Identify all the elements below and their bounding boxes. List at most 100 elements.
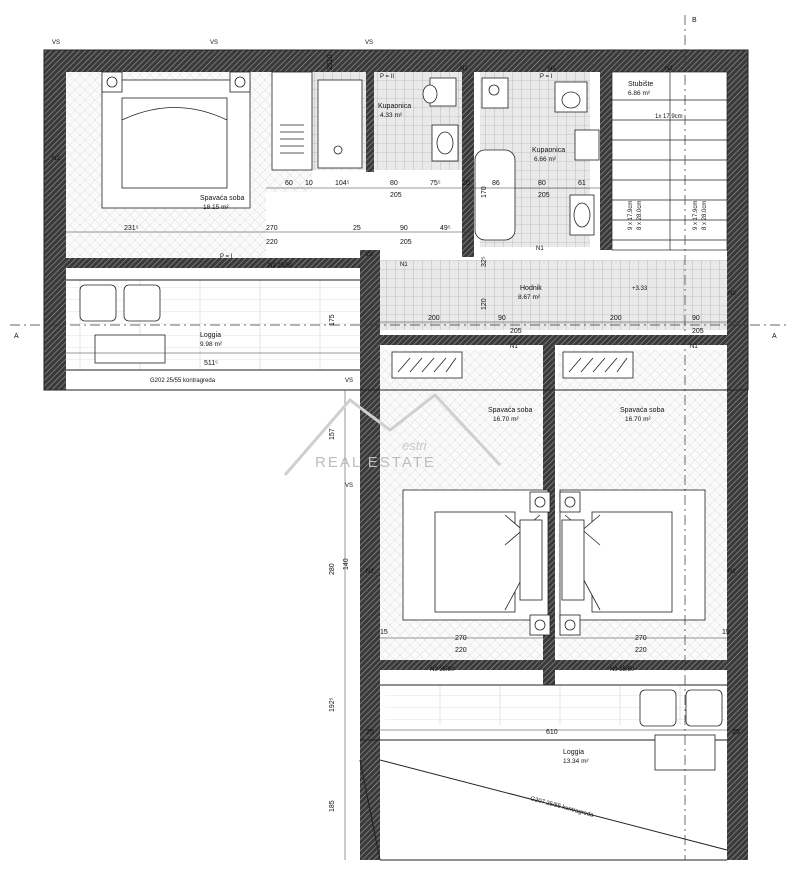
dim-231: 231⁵ bbox=[124, 225, 139, 232]
outlines bbox=[43, 49, 749, 861]
dim-220c: 220 bbox=[635, 647, 647, 654]
tag-n1-5: N1 bbox=[510, 344, 518, 350]
tag-vs-3: VS bbox=[365, 40, 373, 46]
tag-n2-3: N2 bbox=[728, 291, 736, 297]
loggia-furniture bbox=[79, 284, 723, 771]
stair-label-3: 9 x 17.9cm bbox=[693, 201, 699, 230]
room-labels: Spavaća soba 18.15 m² Kupaonica 4.33 m² … bbox=[200, 81, 683, 765]
tag-vs-2: VS bbox=[210, 40, 218, 46]
dim-511: 511⁵ bbox=[204, 360, 218, 367]
dim-205d: 205 bbox=[510, 328, 522, 335]
loggia1-name: Loggia bbox=[200, 332, 221, 339]
section-b-top: B bbox=[692, 17, 697, 24]
dim-80a: 80 bbox=[390, 180, 398, 187]
dim-25b: 25 bbox=[366, 729, 374, 736]
watermark-brand: estri bbox=[402, 438, 428, 453]
dim-610: 610 bbox=[546, 729, 558, 736]
hall-name: Hodnik bbox=[520, 285, 542, 292]
master-bedroom-area: 18.15 m² bbox=[203, 204, 229, 211]
bath2-name: Kupaonica bbox=[532, 147, 565, 154]
dim-170: 170 bbox=[481, 186, 488, 198]
bathroom-fixtures bbox=[271, 71, 600, 241]
stairs-note: 1x 17.9cm bbox=[655, 114, 683, 120]
master-bedroom-name: Spavaća soba bbox=[200, 195, 244, 202]
dim-200a: 200 bbox=[428, 315, 440, 322]
dim-49: 49⁵ bbox=[440, 225, 451, 232]
tag-n1-2: N1 bbox=[548, 66, 556, 72]
dim-61: 61 bbox=[578, 180, 586, 187]
tag-n3-2: N3 25/50 bbox=[430, 667, 455, 673]
dim-270a: 270 bbox=[266, 225, 278, 232]
dim-192: 192⁵ bbox=[329, 697, 336, 712]
dim-80b: 80 bbox=[538, 180, 546, 187]
watermark-subtitle: REAL ESTATE bbox=[315, 454, 436, 471]
dim-86: 86 bbox=[492, 180, 500, 187]
tag-n1-1: N1 bbox=[460, 66, 468, 72]
section-a-right: A bbox=[772, 333, 777, 340]
dim-75: 75⁵ bbox=[430, 180, 441, 187]
tag-n1-3: N1 bbox=[400, 262, 408, 268]
dim-205b: 205 bbox=[538, 192, 550, 199]
dim-280: 280 bbox=[329, 563, 336, 575]
wardrobes bbox=[391, 351, 634, 379]
tag-vs-6: VS bbox=[345, 483, 353, 489]
tag-pi-2: P = I bbox=[220, 254, 233, 260]
stair-label-2: 8 x 28.0cm bbox=[637, 201, 643, 230]
tag-vs-4: VS bbox=[365, 252, 373, 258]
dim-157: 157 bbox=[329, 428, 336, 440]
tag-n2-4: N2 bbox=[366, 569, 374, 575]
dim-90b: 90 bbox=[498, 315, 506, 322]
dim-25c: 25 bbox=[732, 729, 740, 736]
dim-175: 175 bbox=[329, 314, 336, 326]
tag-pi-1: P = I bbox=[540, 74, 553, 80]
dim-185: 185 bbox=[329, 800, 336, 812]
stairs-area: 6.86 m² bbox=[628, 90, 651, 97]
tag-n1-6: N1 bbox=[690, 344, 698, 350]
bath2-area: 6.66 m² bbox=[534, 156, 557, 163]
bath1-area: 4.33 m² bbox=[380, 112, 403, 119]
dim-32: 32⁵ bbox=[481, 256, 488, 267]
bedroom2-name: Spavaća soba bbox=[488, 407, 532, 414]
dim-120: 120 bbox=[481, 298, 488, 310]
tag-vs-1: VS bbox=[52, 40, 60, 46]
loggia2-name: Loggia bbox=[563, 749, 584, 756]
tag-pii-1: P = II bbox=[380, 74, 394, 80]
dim-270b: 270 bbox=[455, 635, 467, 642]
bath1-name: Kupaonica bbox=[378, 103, 411, 110]
bed-left bbox=[402, 489, 551, 636]
dim-2510: 2510 bbox=[327, 54, 334, 70]
tag-g207: G207 25/55 kontragreda bbox=[529, 796, 594, 819]
stairs bbox=[611, 71, 728, 251]
tag-n1-4: N1 bbox=[536, 246, 544, 252]
dim-90a: 90 bbox=[400, 225, 408, 232]
dim-270c: 270 bbox=[635, 635, 647, 642]
dim-25a: 25 bbox=[353, 225, 361, 232]
dim-220a: 220 bbox=[266, 239, 278, 246]
dim-104: 104⁵ bbox=[335, 180, 350, 187]
hall-level: +3.33 bbox=[632, 286, 648, 292]
dim-200b: 200 bbox=[610, 315, 622, 322]
bedroom2-area: 16.70 m² bbox=[493, 416, 519, 423]
dim-90c: 90 bbox=[692, 315, 700, 322]
section-markers: A A B bbox=[14, 17, 777, 340]
section-a-left: A bbox=[14, 333, 19, 340]
tag-n3-1: N3 25/50 bbox=[268, 263, 293, 269]
bed-right bbox=[559, 489, 706, 636]
stairs-name: Stubište bbox=[628, 81, 653, 88]
bedroom3-name: Spavaća soba bbox=[620, 407, 664, 414]
tag-n2-2: N2 bbox=[52, 156, 60, 162]
tag-g202: G202 25/55 kontragreda bbox=[150, 378, 216, 384]
dim-140: 140 bbox=[343, 558, 350, 570]
tag-n2-1: N2 bbox=[665, 66, 673, 72]
tag-n2-5: N2 bbox=[728, 569, 736, 575]
tag-vs-5: VS bbox=[345, 378, 353, 384]
watermark: estri REAL ESTATE bbox=[283, 392, 502, 476]
stair-label-1: 9 x 17.9cm bbox=[628, 201, 634, 230]
dim-20a: 20 bbox=[462, 180, 470, 187]
hall-area: 8.67 m² bbox=[518, 294, 541, 301]
loggia1-area: 9.98 m² bbox=[200, 341, 223, 348]
bedroom3-area: 16.70 m² bbox=[625, 416, 651, 423]
master-bed bbox=[101, 71, 251, 209]
tag-n3-3: N3 25/50 bbox=[610, 667, 635, 673]
